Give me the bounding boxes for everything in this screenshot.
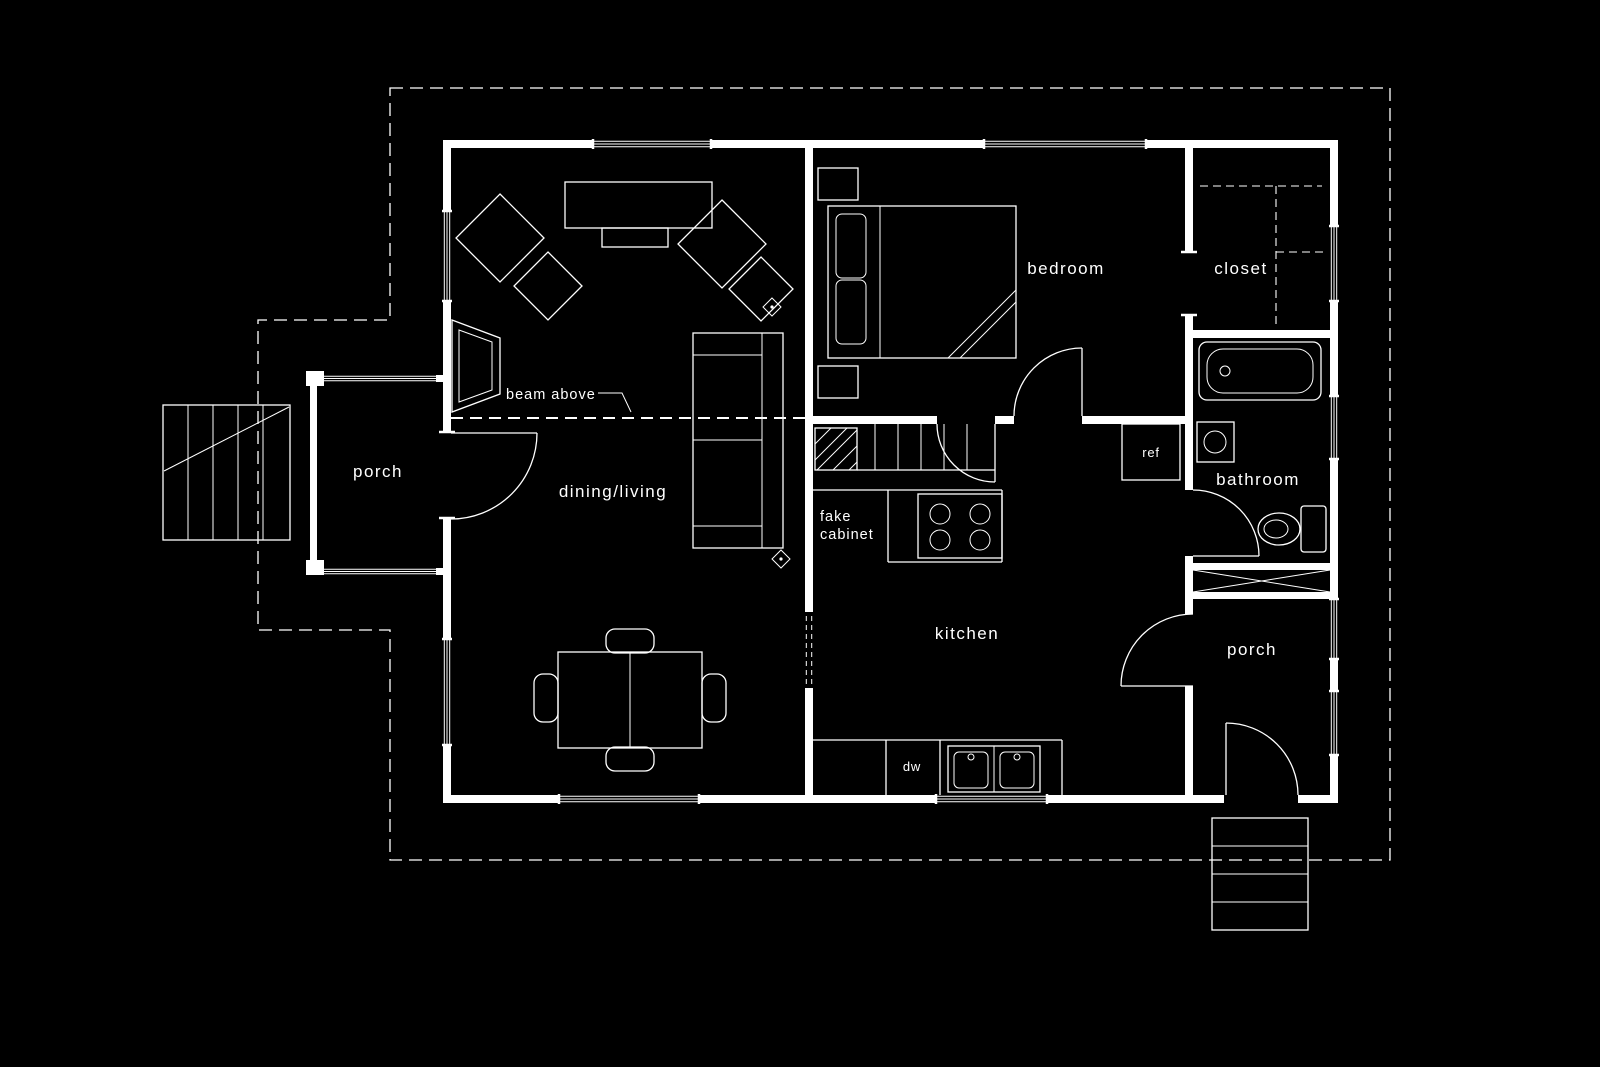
window	[442, 209, 452, 303]
annotation-beam-above: beam above	[506, 387, 596, 403]
annotation-dw: dw	[903, 759, 921, 774]
lounge-chair-left	[455, 193, 583, 321]
basement-stairs	[857, 424, 995, 471]
room-label-bathroom: bathroom	[1216, 470, 1300, 489]
kitchen-porch-door	[1120, 613, 1194, 687]
bathtub	[1198, 341, 1322, 401]
room-label-bedroom: bedroom	[1027, 259, 1105, 278]
fixture-diamond-icon	[762, 297, 782, 317]
porch-screen-window	[324, 375, 436, 382]
annotation-fake-cabinet-line1: fake	[820, 509, 851, 525]
annotation-ref: ref	[1142, 445, 1160, 460]
room-label-porch-left: porch	[353, 462, 403, 481]
bathroom-sink	[1196, 421, 1235, 463]
window	[442, 637, 452, 747]
window	[591, 139, 713, 149]
porch-screen-window	[324, 568, 436, 575]
steps-right	[1211, 817, 1309, 931]
room-label-dining-living: dining/living	[559, 482, 667, 501]
window	[557, 794, 701, 804]
lounge-chair-right	[677, 199, 794, 322]
attic-stair-brace	[1192, 569, 1331, 593]
window	[934, 794, 1049, 804]
porch-exterior-door	[1225, 722, 1299, 796]
closet-shelf-dashes	[1200, 185, 1328, 328]
room-label-porch-right: porch	[1227, 640, 1277, 659]
beam-above-leader	[598, 392, 632, 413]
dining-table	[533, 628, 727, 772]
window	[1329, 597, 1339, 661]
bedroom-door	[1013, 347, 1083, 417]
dining-kitchen-opening	[805, 616, 813, 684]
kitchen-sink	[947, 745, 1041, 793]
desk	[564, 181, 713, 248]
sofa	[692, 332, 784, 549]
stove-counter	[813, 489, 1003, 563]
fixture-diamond-icon	[771, 549, 791, 569]
chimney-hatch	[814, 427, 858, 471]
room-label-closet: closet	[1214, 259, 1267, 278]
front-door	[439, 430, 538, 520]
annotation-fake-cabinet-line2: cabinet	[820, 527, 874, 543]
window	[982, 139, 1148, 149]
window	[1329, 394, 1339, 461]
property-line	[257, 87, 1391, 861]
room-label-kitchen: kitchen	[935, 624, 999, 643]
toilet	[1257, 505, 1327, 553]
corner-tv-cabinet	[451, 319, 501, 413]
bed	[817, 167, 1017, 399]
window	[1329, 689, 1339, 757]
walls	[306, 140, 1338, 803]
bathroom-door	[1192, 489, 1260, 557]
closet-opening	[1181, 250, 1197, 317]
kitchen-counter	[813, 739, 1063, 795]
window	[1329, 224, 1339, 303]
steps-left	[162, 404, 291, 541]
stair-door	[936, 423, 996, 483]
